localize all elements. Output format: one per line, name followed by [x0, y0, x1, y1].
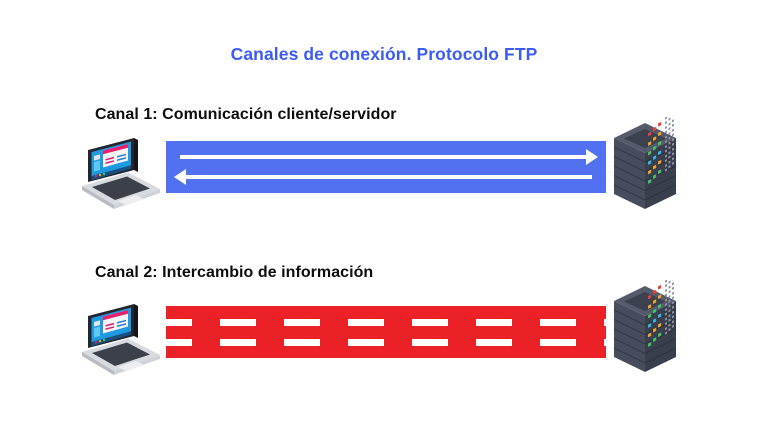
dash-segment: [220, 319, 256, 326]
dash-segment: [604, 339, 606, 346]
channel-2-heading: Canal 2: Intercambio de información: [95, 264, 374, 281]
server-rack-icon: [608, 109, 682, 215]
dash-segment: [476, 319, 512, 326]
arrow-head-right-icon: [586, 149, 598, 165]
arrow-line-left: [180, 175, 592, 179]
dash-row-top: [166, 319, 606, 326]
dash-segment: [166, 339, 192, 346]
dash-segment: [412, 339, 448, 346]
dash-segment: [476, 339, 512, 346]
channel-1-row: [0, 109, 768, 230]
arrow-line-right: [180, 155, 592, 159]
dash-segment: [412, 319, 448, 326]
dash-row-bottom: [166, 339, 606, 346]
arrow-head-left-icon: [174, 169, 186, 185]
server-rack-icon: [608, 272, 682, 378]
dash-segment: [284, 339, 320, 346]
dash-segment: [540, 339, 576, 346]
laptop-icon: [70, 302, 162, 382]
dash-segment: [604, 319, 606, 326]
dash-segment: [348, 339, 384, 346]
dash-segment: [220, 339, 256, 346]
channel-2-row: [0, 272, 768, 388]
channel-2-band: [166, 306, 606, 358]
dash-segment: [284, 319, 320, 326]
channel-1-band: [166, 141, 606, 193]
laptop-icon: [70, 136, 162, 216]
page-title: Canales de conexión. Protocolo FTP: [230, 44, 538, 64]
channel-1-heading: Canal 1: Comunicación cliente/servidor: [95, 106, 397, 123]
dash-segment: [348, 319, 384, 326]
dash-segment: [540, 319, 576, 326]
dash-segment: [166, 319, 192, 326]
